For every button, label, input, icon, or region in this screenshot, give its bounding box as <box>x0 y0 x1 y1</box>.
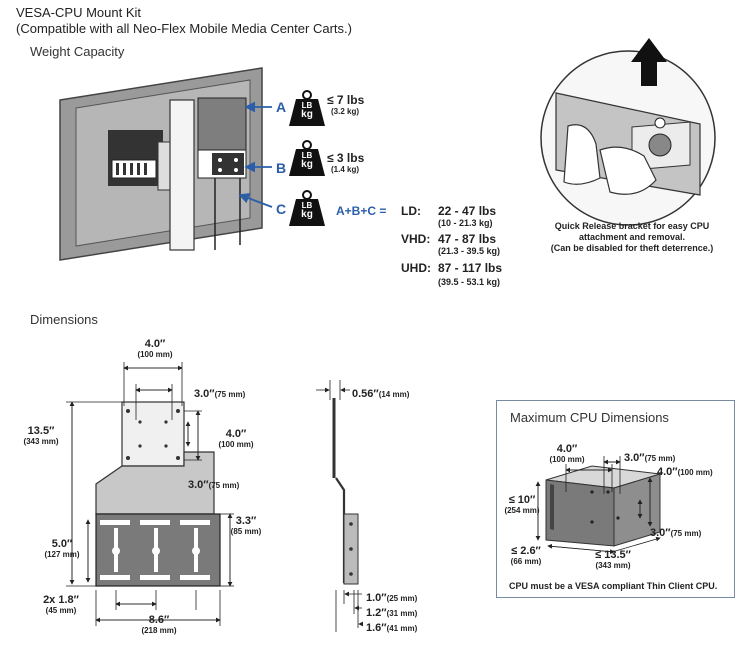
dim-height-13-5in: 13.5″(343 mm) <box>23 425 59 446</box>
dim-depth-0-56in: 0.56″(14 mm) <box>352 388 410 400</box>
weight-icon-c <box>289 190 325 226</box>
cpu-dim-width-13-5in: ≤ 13.5″(343 mm) <box>595 549 631 570</box>
dim-width-3in: 3.0″(75 mm) <box>194 388 246 400</box>
weight-capacity-heading: Weight Capacity <box>30 44 125 59</box>
quick-release-illustration <box>540 38 716 226</box>
dim-depth-1-6in: 1.6″(41 mm) <box>366 622 418 634</box>
dim-depth-1in: 1.0″(25 mm) <box>366 592 418 604</box>
page-title: VESA-CPU Mount Kit <box>16 5 141 20</box>
quick-release-caption: Quick Release bracket for easy CPU attac… <box>550 221 714 253</box>
ld-label: LD: <box>401 204 421 218</box>
arrow-c <box>238 193 273 208</box>
vhd-label: VHD: <box>401 232 431 246</box>
cpu-dim-width-3in: 3.0″(75 mm) <box>624 452 676 464</box>
dim-height-3-3in: 3.3″(85 mm) <box>230 515 262 536</box>
uhd-label: UHD: <box>401 261 431 275</box>
front-bracket-drawing <box>95 401 221 587</box>
dim-height-4in: 4.0″(100 mm) <box>218 428 254 449</box>
cpu-dim-width-4in: 4.0″(100 mm) <box>549 443 585 464</box>
cpu-dim-height-10in: ≤ 10″(254 mm) <box>504 494 540 515</box>
cpu-dimension-lines <box>535 456 661 555</box>
cpu-box-drawing <box>545 465 661 547</box>
uhd-value: 87 - 117 lbs <box>438 261 503 275</box>
vhd-value: 47 - 87 lbs <box>438 232 497 246</box>
weight-a-value: ≤ 7 lbs (3.2 kg) <box>327 93 365 116</box>
label-a: A <box>276 99 287 115</box>
dim-depth-1-2in: 1.2″(31 mm) <box>366 607 418 619</box>
ld-kg: (10 - 21.3 kg) <box>438 218 493 228</box>
dim-width-2x1-8in: 2x 1.8″(45 mm) <box>43 594 79 615</box>
page-subtitle: (Compatible with all Neo-Flex Mobile Med… <box>16 21 352 36</box>
dimensions-heading: Dimensions <box>30 312 98 327</box>
label-b: B <box>276 160 287 176</box>
weight-icon-b <box>289 140 325 176</box>
weight-icon-a <box>289 90 325 126</box>
cpu-box-title: Maximum CPU Dimensions <box>510 410 669 425</box>
side-dimension-lines <box>316 380 363 632</box>
dim-height-3in: 3.0″(75 mm) <box>188 479 240 491</box>
cpu-dim-height-3in: 3.0″(75 mm) <box>650 527 702 539</box>
uhd-kg: (39.5 - 53.1 kg) <box>438 277 501 287</box>
max-cpu-dimensions-panel <box>496 400 735 598</box>
weight-b-value: ≤ 3 lbs (1.4 kg) <box>327 151 365 174</box>
label-c: C <box>276 201 287 217</box>
cpu-dim-depth-2-6in: ≤ 2.6″(66 mm) <box>510 545 542 566</box>
dim-width-4in: 4.0″(100 mm) <box>137 338 173 359</box>
monitor-mount-illustration <box>59 67 263 261</box>
front-dimension-lines <box>66 362 234 626</box>
dim-height-5in: 5.0″(127 mm) <box>44 538 80 559</box>
cpu-dim-height-4in: 4.0″(100 mm) <box>657 466 713 478</box>
vhd-kg: (21.3 - 39.5 kg) <box>438 246 501 256</box>
cpu-compliance-note: CPU must be a VESA compliant Thin Client… <box>509 581 718 591</box>
side-bracket-drawing <box>332 398 359 585</box>
dim-width-8-6in: 8.6″(218 mm) <box>141 614 177 635</box>
ld-value: 22 - 47 lbs <box>438 204 497 218</box>
sum-label: A+B+C = <box>336 204 387 218</box>
